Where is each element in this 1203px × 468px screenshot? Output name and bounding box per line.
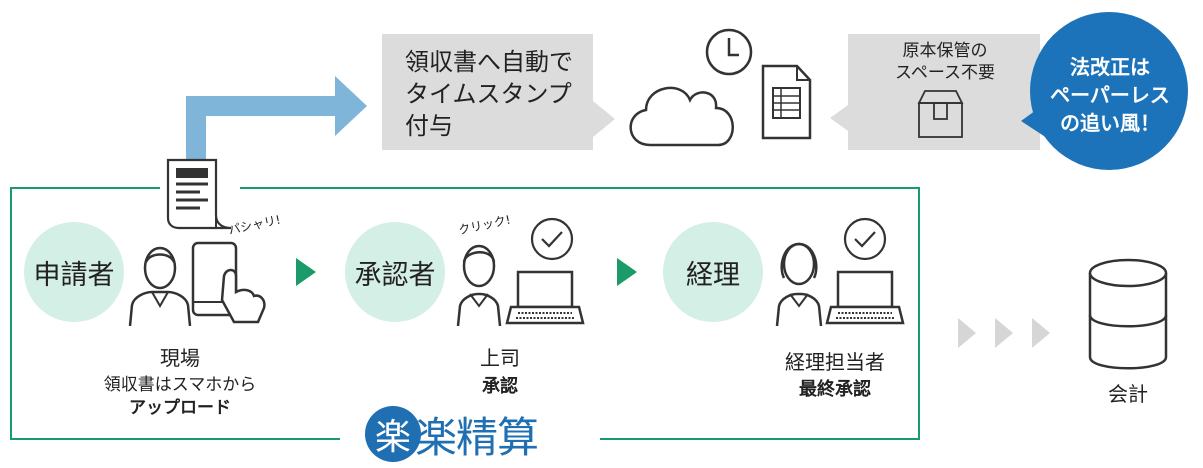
brand-logo: 楽 楽精算 (365, 404, 595, 464)
accounting-caption2: 最終承認 (799, 379, 871, 400)
applicant-caption2: 領収書はスマホから (103, 375, 257, 395)
accounting-role-label: 経理 (686, 259, 740, 291)
brand-logo-mark: 楽 (365, 406, 421, 462)
destination-label: 会計 (1108, 382, 1148, 406)
applicant-caption1: 現場 (160, 346, 200, 370)
brand-logo-text: 楽精算 (415, 412, 539, 462)
accounting-role-circle: 経理 (663, 222, 763, 322)
approver-role-label: 承認者 (354, 259, 436, 291)
applicant-caption3: アップロード (129, 398, 231, 418)
approver-caption1: 上司 (480, 346, 520, 370)
accounting-caption1: 経理担当者 (785, 350, 885, 374)
storage-label: 原本保管の スペース不要 (895, 41, 995, 83)
badge-label: 法改正は ペーパーレス の追い風！ (1050, 55, 1170, 135)
timestamp-label: 領収書へ自動で タイムスタンプ 付与 (405, 48, 573, 140)
approver-caption2: 承認 (482, 376, 518, 397)
law-badge (1030, 12, 1188, 170)
approver-role-circle: 承認者 (345, 222, 445, 322)
applicant-role-label: 申請者 (33, 259, 115, 291)
applicant-role-circle: 申請者 (24, 222, 124, 322)
